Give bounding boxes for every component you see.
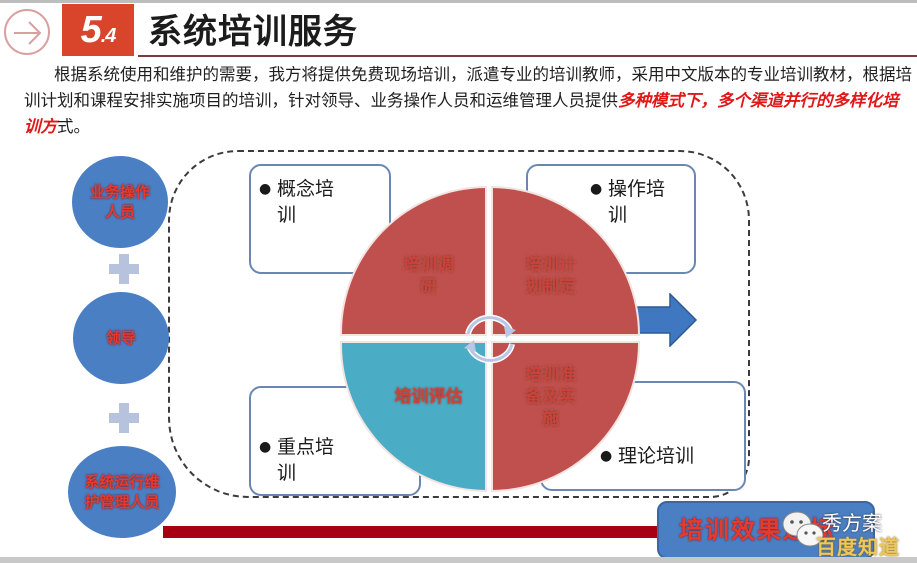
chat-bubbles-icon <box>782 511 824 547</box>
training-label: 概念培训 <box>277 178 335 226</box>
cycle-arrows-icon <box>464 314 516 364</box>
watermark-source: 百度知道 <box>816 535 900 559</box>
training-label: 重点培训 <box>277 436 335 484</box>
plus-icon <box>109 403 139 433</box>
arrow-right-circle-icon <box>4 9 50 55</box>
top-rule <box>0 0 917 3</box>
training-cycle-diagram: 培训调研 培训计划制定 培训评估 培训准备及实施 <box>340 186 640 492</box>
bottom-rule <box>0 557 917 563</box>
section-number: 5 <box>80 9 102 51</box>
result-box: 培训效果达标 <box>657 501 875 559</box>
role-label: 业务操作人员 <box>89 183 150 221</box>
quadrant-label: 培训准备及实施 <box>525 364 576 429</box>
training-label: 理论培训 <box>618 445 695 467</box>
training-label: 操作培训 <box>608 178 666 226</box>
bullet-icon: ● <box>590 181 603 197</box>
watermark: 秀方案 百度知道 <box>780 505 917 559</box>
quadrant-label: 培训计划制定 <box>525 255 576 297</box>
bullet-icon: ● <box>600 448 613 464</box>
intro-paragraph: 根据系统使用和维护的需要，我方将提供免费现场培训，派遣专业的培训教师，采用中文版… <box>24 62 914 140</box>
title-underline <box>138 55 917 57</box>
flow-arrow-icon <box>636 293 698 347</box>
bullet-icon: ● <box>259 439 272 455</box>
role-circle-leaders: 领导 <box>73 292 169 384</box>
dashed-frame <box>168 150 750 498</box>
role-label: 领导 <box>105 329 136 347</box>
quadrant-label: 培训调研 <box>403 255 454 297</box>
role-circle-maintenance: 系统运行维护管理人员 <box>68 446 176 538</box>
intro-tail: 式。 <box>57 117 90 136</box>
plus-icon <box>109 254 139 284</box>
section-sub-number: .4 <box>100 25 117 47</box>
watermark-name: 秀方案 <box>822 511 882 535</box>
page-title: 系统培训服务 <box>148 12 358 52</box>
role-label: 系统运行维护管理人员 <box>84 473 160 511</box>
quadrant-label: 培训评估 <box>394 386 463 407</box>
bottom-red-bar <box>163 526 663 538</box>
section-number-badge: 5.4 <box>62 4 134 56</box>
intro-text: 根据系统使用和维护的需要，我方将提供免费现场培训，派遣专业的培训教师，采用中文版… <box>24 65 912 110</box>
bullet-icon: ● <box>259 181 272 197</box>
role-circle-operators: 业务操作人员 <box>72 156 168 248</box>
intro-emphasis: 多种模式下，多个渠道并行的多样化培训方 <box>24 91 899 136</box>
